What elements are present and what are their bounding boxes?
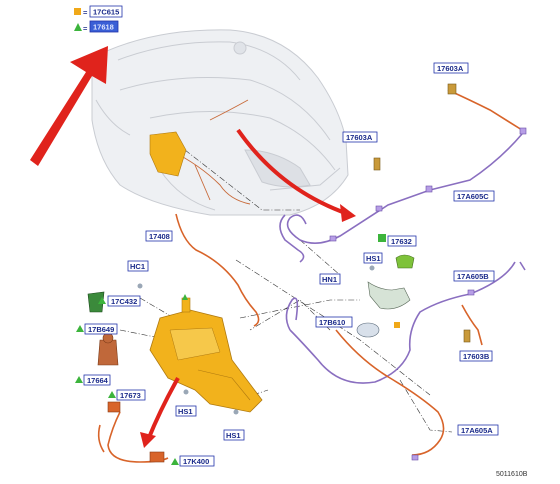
wiring-harness: [107, 401, 165, 463]
label-17B649: 17B649: [88, 325, 114, 334]
label-17C432: 17C432: [111, 297, 137, 306]
nozzle-jets: [373, 83, 471, 343]
hose-clip-icon: [233, 409, 239, 415]
label-17603A-mid: 17603A: [346, 133, 373, 142]
label-HC1: HC1: [130, 262, 145, 271]
label-HS1-bot: HS1: [226, 431, 241, 440]
label-17A605A: 17A605A: [461, 426, 493, 435]
label-17632: 17632: [391, 237, 412, 246]
triangle-marker-icon: [74, 23, 82, 31]
label-17673: 17673: [120, 391, 141, 400]
label-17603B: 17603B: [463, 352, 490, 361]
legend-eq-1: =: [83, 8, 88, 17]
legend: = 17C615 = 17618: [74, 5, 123, 33]
vehicle-reservoir: [149, 131, 187, 177]
legend-triangle-code: 17618: [93, 23, 114, 32]
square-marker-icon: [394, 322, 400, 328]
label-17664: 17664: [87, 376, 109, 385]
filler-cap: [395, 254, 415, 269]
label-HS1-mid: HS1: [178, 407, 193, 416]
hose-clip-icon: [183, 389, 189, 395]
label-17B610: 17B610: [319, 318, 345, 327]
label-17A605C: 17A605C: [457, 192, 489, 201]
red-arrows: [30, 46, 356, 448]
small-markers: [137, 265, 400, 415]
triangle-marker-icon: [182, 294, 188, 300]
label-HS1-top: HS1: [366, 254, 381, 263]
document-id: 5011610B: [496, 471, 528, 478]
level-sensor: [87, 291, 105, 313]
hose-connectors: [329, 127, 527, 461]
label-17K400: 17K400: [183, 457, 209, 466]
legend-square-code: 17C615: [93, 8, 119, 17]
arrow-head-icon: [140, 432, 156, 448]
arrow-icon: [30, 46, 108, 166]
label-17603A-top: 17603A: [437, 64, 464, 73]
square-marker-icon: [74, 8, 81, 15]
washer-reservoir: [149, 297, 263, 413]
arrow-head-icon: [340, 204, 356, 222]
legend-eq-2: =: [83, 24, 88, 33]
label-HN1: HN1: [322, 275, 337, 284]
filler-neck: [356, 281, 411, 338]
pump-component: [97, 332, 119, 366]
vehicle-outline: [91, 29, 349, 216]
hose-clip-icon: [137, 283, 143, 289]
part-labels: 17603A 17603A 17A605C 17408 17632 HS1 HN…: [75, 62, 499, 467]
hose-clip-icon: [369, 265, 375, 271]
label-17A605B: 17A605B: [457, 272, 489, 281]
label-17408: 17408: [149, 232, 170, 241]
car-wiring: [169, 99, 251, 205]
orange-hoses: [97, 89, 523, 463]
